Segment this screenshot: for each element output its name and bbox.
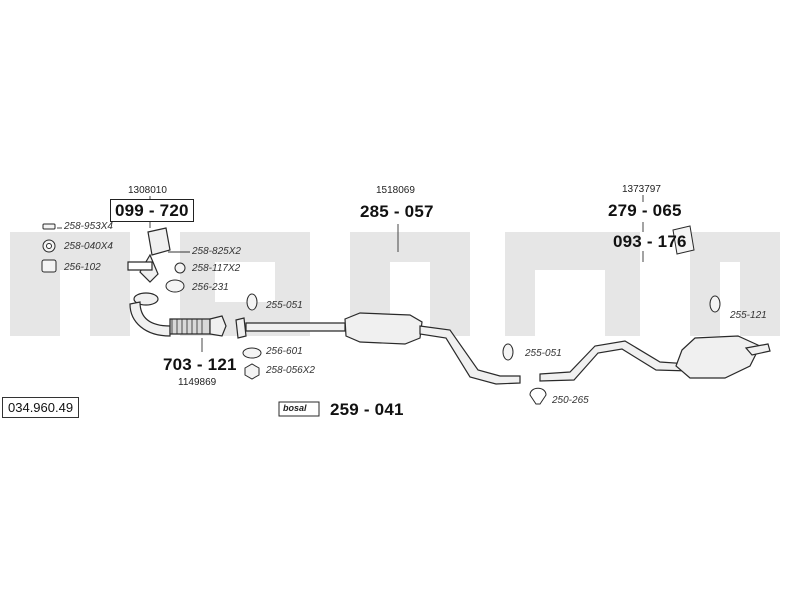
part-label-258-953X4: 258-953X4 xyxy=(64,221,113,232)
rear-silencer xyxy=(539,335,771,382)
part-number-279-065[interactable]: 279 - 065 xyxy=(608,201,682,220)
leader-lines xyxy=(57,195,644,352)
oe-number-1373797: 1373797 xyxy=(622,184,661,195)
small-part-icons xyxy=(41,223,721,417)
part-number-099-720[interactable]: 099 - 720 xyxy=(110,199,194,222)
part-label-258-117X2: 258-117X2 xyxy=(192,263,241,274)
part-label-258-825X2: 258-825X2 xyxy=(192,246,241,257)
reference-number: 034.960.49 xyxy=(2,397,80,418)
oe-number-1308010: 1308010 xyxy=(128,185,167,196)
part-number-703-121[interactable]: 703 - 121 xyxy=(163,355,237,374)
part-number-259-041[interactable]: 259 - 041 xyxy=(330,400,404,419)
middle-silencer xyxy=(235,312,521,385)
part-number-093-176[interactable]: 093 - 176 xyxy=(613,232,687,251)
front-pipe xyxy=(127,227,227,337)
part-label-258-040X4: 258-040X4 xyxy=(64,241,113,252)
oe-number-1518069: 1518069 xyxy=(376,185,415,196)
part-label-256-601: 256-601 xyxy=(266,346,303,357)
part-number-285-057[interactable]: 285 - 057 xyxy=(360,202,434,221)
part-label-255-121: 255-121 xyxy=(730,310,767,321)
part-label-255-051-a: 255-051 xyxy=(266,300,303,311)
part-label-250-265: 250-265 xyxy=(552,395,589,406)
part-label-256-231: 256-231 xyxy=(192,282,229,293)
part-label-256-102: 256-102 xyxy=(64,262,101,273)
oe-number-1149869: 1149869 xyxy=(178,377,217,388)
part-label-255-051-b: 255-051 xyxy=(525,348,562,359)
part-label-258-056X2: 258-056X2 xyxy=(266,365,315,376)
bosal-kit-logo: bosal xyxy=(283,403,307,413)
